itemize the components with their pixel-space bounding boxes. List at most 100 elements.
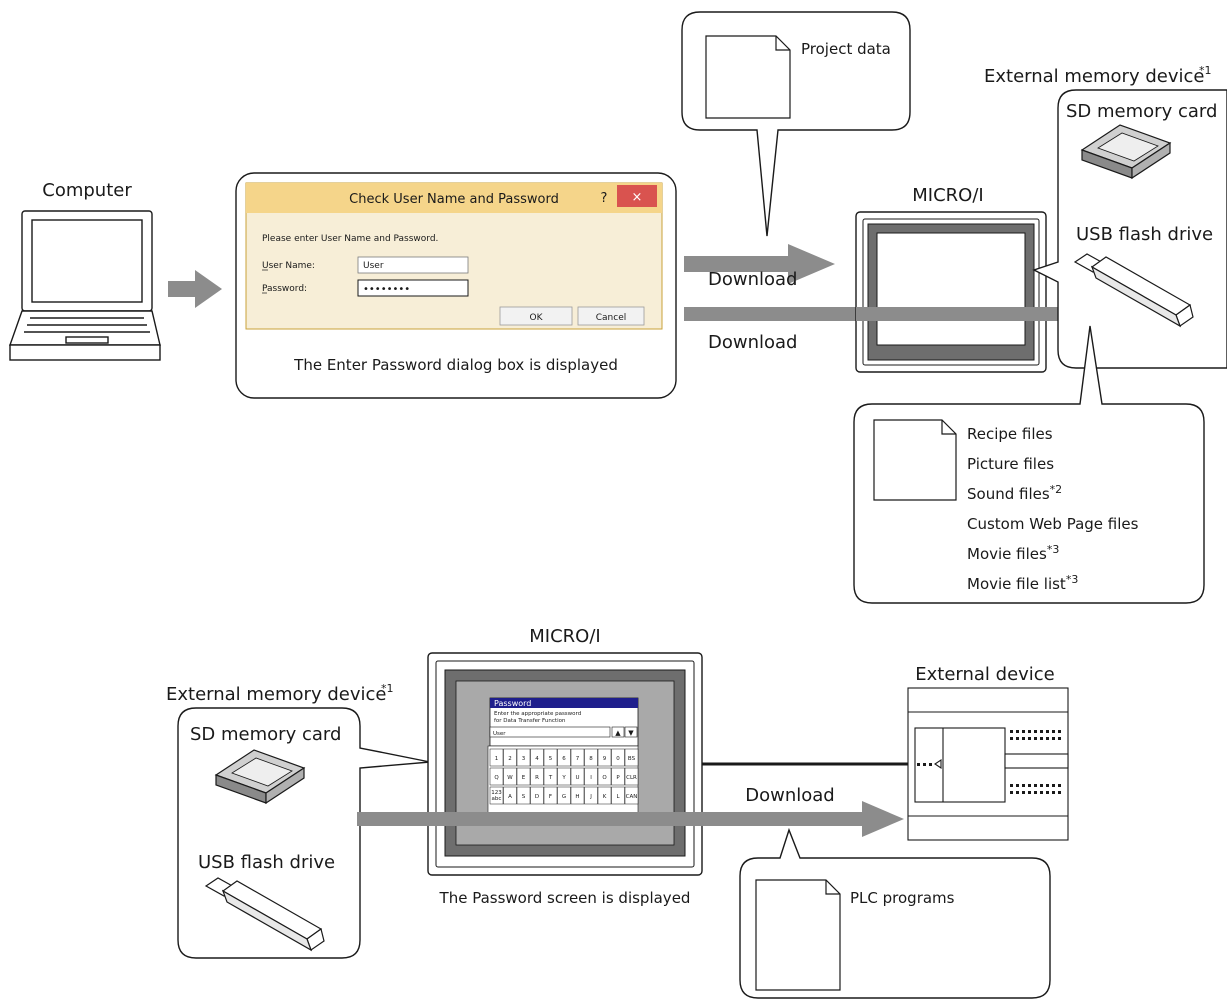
keyboard-key-label: 9: [603, 756, 607, 762]
usb-drive-icon: [204, 877, 325, 952]
keyboard-key-label: P: [616, 775, 620, 781]
keyboard-key-label: F: [549, 794, 552, 800]
arrow-download-to-external-device: [357, 801, 904, 837]
keyboard-key[interactable]: Y: [557, 767, 571, 786]
keyboard-key[interactable]: 7: [570, 748, 585, 767]
keyboard-key[interactable]: H: [570, 786, 585, 805]
screen-line-1: Enter the appropriate password: [494, 711, 581, 717]
keyboard-key[interactable]: J: [584, 786, 598, 805]
keyboard-key[interactable]: G: [557, 786, 571, 805]
micro-i-label-top: MICRO/I: [912, 185, 983, 206]
file-item: Sound files*2: [967, 483, 1062, 503]
keyboard-key[interactable]: 0: [611, 748, 625, 767]
keyboard-key[interactable]: P: [611, 767, 625, 786]
keyboard-key[interactable]: E: [516, 767, 531, 786]
keyboard-key[interactable]: 9: [597, 748, 612, 767]
keyboard-key-label: K: [603, 794, 607, 800]
user-name-input[interactable]: [357, 256, 469, 274]
keyboard-key-label: 7: [576, 756, 580, 762]
download-label-3: Download: [745, 785, 834, 806]
dialog-prompt: Please enter User Name and Password.: [262, 234, 438, 244]
scroll-up-button[interactable]: [611, 726, 625, 738]
file-list: Recipe files Picture files Sound files*2…: [967, 425, 1139, 593]
ok-button[interactable]: [499, 306, 573, 326]
keyboard-key[interactable]: CLR: [624, 767, 639, 786]
laptop-icon: [9, 210, 161, 361]
document-icon: [873, 419, 957, 501]
keyboard-key-label: 4: [535, 756, 539, 762]
keyboard-key[interactable]: K: [597, 786, 612, 805]
arrow-computer-to-dialog: [168, 270, 222, 308]
close-icon[interactable]: ×: [632, 190, 643, 205]
dialog-caption: The Enter Password dialog box is display…: [293, 356, 618, 374]
keyboard-key[interactable]: 5: [543, 748, 558, 767]
plc-programs-label: PLC programs: [850, 889, 955, 907]
screen-line-2: for Data Transfer Function: [494, 718, 566, 724]
keyboard-key[interactable]: 2: [503, 748, 517, 767]
download-label-1: Download: [708, 269, 797, 290]
keyboard-key-label: 2: [508, 756, 512, 762]
keyboard-key[interactable]: 3: [516, 748, 531, 767]
document-icon: [705, 35, 791, 119]
keyboard-key-label: L: [616, 794, 620, 800]
download-label-2: Download: [708, 332, 797, 353]
password-screen-caption: The Password screen is displayed: [439, 889, 691, 907]
sd-card-label-top: SD memory card: [1066, 101, 1217, 122]
file-item: Movie file list*3: [967, 573, 1078, 593]
keyboard-key[interactable]: 8: [584, 748, 598, 767]
keyboard-key-label: 8: [589, 756, 593, 762]
usb-drive-label-bottom: USB flash drive: [198, 852, 335, 873]
usb-drive-label-top: USB flash drive: [1076, 224, 1213, 245]
keyboard-key-label: 123: [491, 790, 502, 796]
keyboard-key[interactable]: 6: [557, 748, 571, 767]
keyboard-key-label: CAN: [626, 794, 638, 800]
keyboard-key-label: W: [507, 775, 513, 781]
keyboard-key[interactable]: Q: [489, 767, 504, 786]
keyboard-key-label: Y: [561, 775, 566, 781]
keyboard-key-label: A: [508, 794, 512, 800]
keyboard-key-label: R: [535, 775, 539, 781]
keyboard-key[interactable]: F: [543, 786, 558, 805]
sd-card-label-bottom: SD memory card: [190, 724, 341, 745]
screen-input-value: User: [493, 731, 506, 737]
scroll-down-button[interactable]: [624, 726, 638, 738]
computer-label: Computer: [42, 180, 132, 201]
cancel-button[interactable]: [577, 306, 645, 326]
keyboard-key[interactable]: U: [570, 767, 585, 786]
keyboard-key-label: G: [562, 794, 566, 800]
external-device-label: External device: [915, 664, 1055, 685]
document-icon: [755, 879, 841, 991]
keyboard-key[interactable]: I: [584, 767, 598, 786]
keyboard-key[interactable]: O: [597, 767, 612, 786]
keyboard-key-label: abc: [492, 796, 502, 802]
keyboard-key-label: U: [575, 775, 579, 781]
keyboard-key[interactable]: T: [543, 767, 558, 786]
keyboard-key-label: 6: [562, 756, 566, 762]
keyboard-key[interactable]: W: [503, 767, 517, 786]
user-name-value: User: [363, 261, 384, 271]
keyboard-key-label: D: [535, 794, 539, 800]
screen-title: Password: [494, 699, 531, 708]
keyboard-key[interactable]: 1: [489, 748, 504, 767]
user-name-label: User Name:: [262, 261, 315, 271]
close-button[interactable]: [617, 185, 657, 207]
keyboard-key[interactable]: R: [530, 767, 544, 786]
screen-input[interactable]: [489, 726, 611, 738]
keyboard-key[interactable]: L: [611, 786, 625, 805]
note-1-top: *1: [1199, 64, 1212, 77]
keyboard-key[interactable]: CAN: [624, 786, 639, 805]
keyboard-key-label: 1: [495, 756, 499, 762]
keyboard-key[interactable]: 4: [530, 748, 544, 767]
help-icon[interactable]: ?: [601, 191, 608, 206]
project-data-label: Project data: [801, 40, 891, 58]
keyboard-key[interactable]: D: [530, 786, 544, 805]
keyboard-key[interactable]: A: [503, 786, 517, 805]
password-input[interactable]: [357, 279, 469, 297]
keyboard-key-label: Q: [494, 775, 499, 781]
keyboard-key[interactable]: BS: [624, 748, 639, 767]
keyboard-key[interactable]: S: [516, 786, 531, 805]
keyboard-key-label: E: [522, 775, 526, 781]
sd-card-icon: [214, 749, 306, 805]
